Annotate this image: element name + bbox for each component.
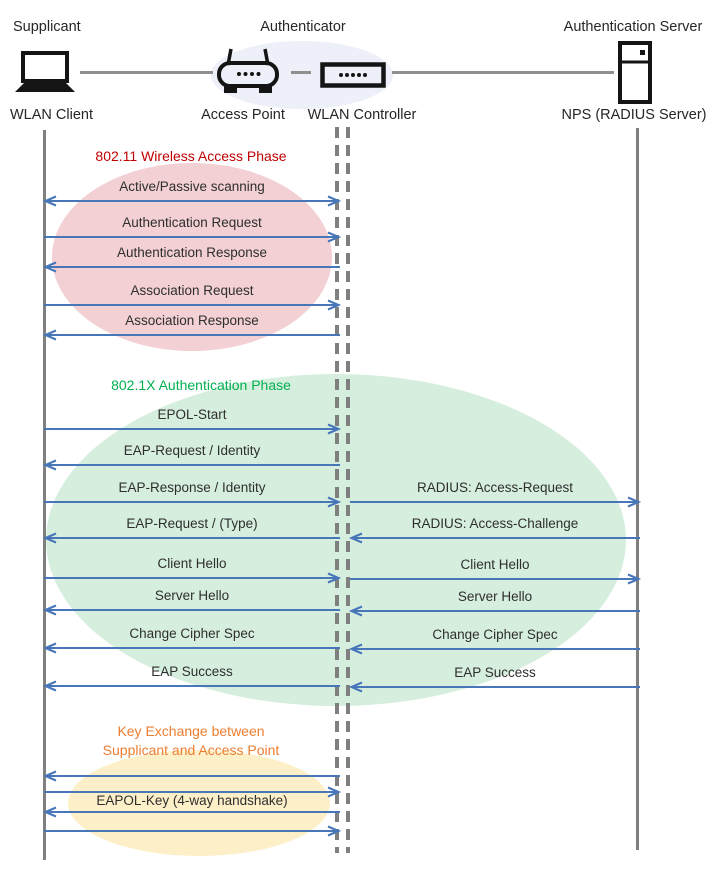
phase-title-8021x: 802.1X Authentication Phase <box>111 377 291 393</box>
message-arrow <box>42 329 340 341</box>
message-arrow <box>42 680 340 692</box>
message-arrow <box>42 806 340 818</box>
message-label: Server Hello <box>457 589 533 604</box>
message-arrow <box>44 825 342 837</box>
message-label: Server Hello <box>154 588 230 603</box>
lifeline-access-point <box>335 127 339 853</box>
message-arrow <box>44 423 342 435</box>
connector-ap-controller <box>291 71 311 74</box>
message-label: Authentication Request <box>122 215 262 230</box>
phase-ellipse-80211 <box>52 163 332 351</box>
message-label: EAP Success <box>454 665 536 680</box>
message-label: Change Cipher Spec <box>432 627 558 642</box>
lifeline-radius-server <box>636 128 639 850</box>
message-label: EAP-Request / Identity <box>123 443 261 458</box>
wlan-controller-icon <box>320 62 386 88</box>
message-label: RADIUS: Access-Request <box>416 480 574 495</box>
message-arrow <box>42 642 340 654</box>
message-label: EPOL-Start <box>157 407 227 422</box>
label-wlan-client: WLAN Client <box>10 107 93 123</box>
message-label: Change Cipher Spec <box>129 626 255 641</box>
label-wlan-controller: WLAN Controller <box>307 107 417 123</box>
message-label: Active/Passive scanning <box>119 179 265 194</box>
access-point-icon <box>216 46 280 98</box>
message-arrow <box>348 681 640 693</box>
message-label: Client Hello <box>460 557 530 572</box>
message-label: Client Hello <box>157 556 227 571</box>
label-access-point: Access Point <box>201 107 285 123</box>
role-supplicant: Supplicant <box>13 19 81 35</box>
phase-title-80211: 802.11 Wireless Access Phase <box>95 148 287 164</box>
laptop-icon <box>12 50 78 95</box>
message-arrow <box>42 261 340 273</box>
phase-ellipse-key-exchange <box>68 750 330 856</box>
message-arrow <box>348 643 640 655</box>
server-icon <box>618 41 652 104</box>
authenticator-highlight <box>211 41 393 109</box>
message-arrow <box>44 299 342 311</box>
role-authentication-server: Authentication Server <box>563 19 703 35</box>
message-arrow <box>42 532 340 544</box>
phase-title-key-exchange: Key Exchange between Supplicant and Acce… <box>102 723 280 758</box>
role-authenticator: Authenticator <box>260 19 346 35</box>
message-arrow <box>42 604 340 616</box>
connector-controller-server <box>392 71 614 74</box>
message-arrow <box>42 459 340 471</box>
lifeline-wlan-controller <box>346 127 350 853</box>
message-label: Authentication Response <box>116 245 268 260</box>
message-arrow <box>42 770 340 782</box>
message-arrow <box>44 786 342 798</box>
message-arrow <box>350 573 642 585</box>
message-arrow <box>44 496 342 508</box>
message-label: RADIUS: Access-Challenge <box>411 516 579 531</box>
label-nps-radius-server: NPS (RADIUS Server) <box>561 107 707 123</box>
message-label: EAPOL-Key (4-way handshake) <box>96 793 288 808</box>
message-label: EAP-Response / Identity <box>118 480 266 495</box>
connector-client-ap <box>80 71 213 74</box>
message-label: Association Request <box>130 283 254 298</box>
message-arrow <box>42 195 342 207</box>
message-arrow <box>348 532 640 544</box>
message-label: Association Response <box>125 313 259 328</box>
message-arrow <box>44 231 342 243</box>
message-arrow <box>44 572 342 584</box>
lifeline-wlan-client <box>43 130 46 860</box>
message-arrow <box>350 496 642 508</box>
message-label: EAP-Request / (Type) <box>126 516 258 531</box>
message-arrow <box>348 605 640 617</box>
message-label: EAP Success <box>151 664 233 679</box>
